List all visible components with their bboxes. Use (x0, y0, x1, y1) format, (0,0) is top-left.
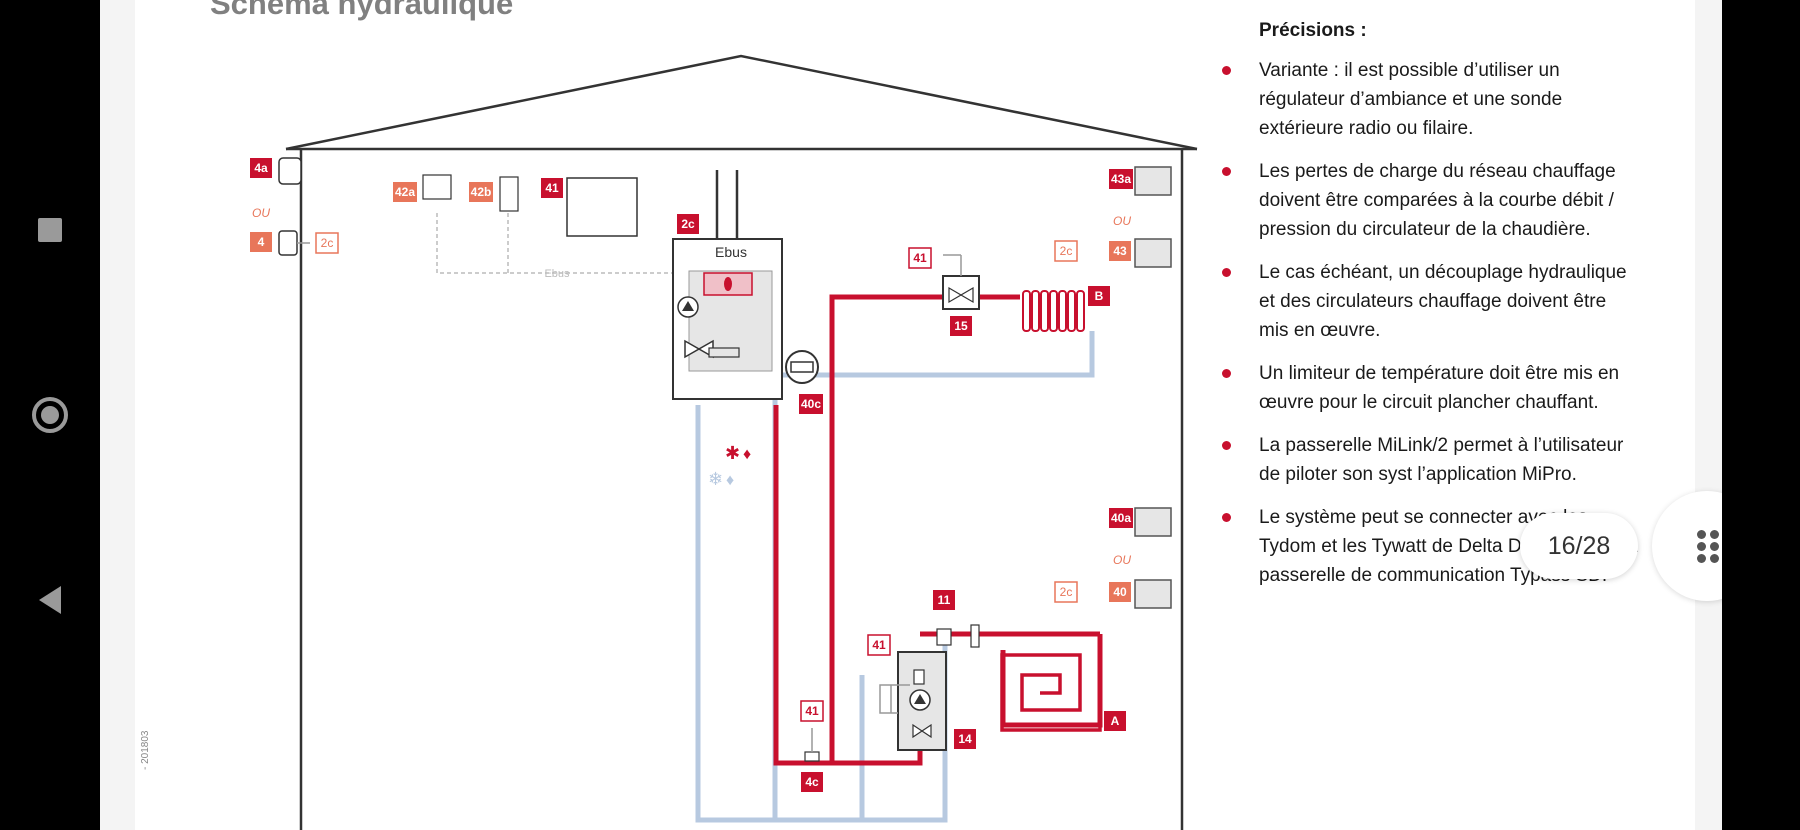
marker-B: B (1088, 286, 1110, 306)
marker-40a: 40a (1109, 508, 1133, 528)
home-circle-icon (32, 397, 68, 433)
svg-text:43a: 43a (1111, 172, 1131, 186)
outdoor-sensors (1134, 166, 1172, 609)
back-button[interactable] (30, 580, 70, 620)
marker-4: 4 (250, 232, 272, 252)
label-markers: 4a OU 4 2c 42a 42b 41 Ebus 2c Ebus 43a O… (250, 158, 1133, 792)
milink-gateway (785, 350, 819, 384)
precision-item: Un limiteur de température doit être mis… (1218, 359, 1638, 417)
radiator (1022, 290, 1085, 332)
svg-text:40c: 40c (801, 397, 821, 411)
underfloor-spiral (1000, 634, 1102, 732)
svg-text:11: 11 (938, 593, 951, 607)
svg-text:40a: 40a (1111, 511, 1131, 525)
marker-42a: 42a (393, 182, 417, 202)
or-label: OU (252, 206, 270, 220)
boiler-ebus-label: Ebus (715, 244, 747, 260)
svg-text:42a: 42a (395, 185, 415, 199)
marker-43: 43 (1109, 241, 1131, 261)
marker-41-bottom: 41 (800, 700, 824, 722)
screen-edge (1722, 0, 1800, 830)
svg-text:43: 43 (1113, 244, 1127, 258)
marker-15: 15 (950, 316, 972, 336)
house-outline (285, 54, 1198, 830)
marker-2c-boiler: 2c (677, 214, 699, 234)
precisions-heading: Précisions : (1259, 20, 1367, 41)
svg-text:41: 41 (872, 638, 886, 652)
svg-text:A: A (1111, 714, 1120, 728)
svg-text:2c: 2c (1060, 585, 1073, 599)
dhw-symbols: ✱ ♦ ❄ ♦ (708, 443, 751, 489)
svg-text:✱: ✱ (725, 443, 740, 463)
precisions-list: Variante : il est possible d’utiliser un… (1218, 56, 1638, 590)
marker-2c-40: 2c (1054, 581, 1078, 603)
svg-text:2c: 2c (321, 236, 334, 250)
precision-item: Variante : il est possible d’utiliser un… (1218, 56, 1638, 143)
page-title: Schéma hydraulique (210, 0, 514, 21)
svg-text:4a: 4a (254, 161, 268, 175)
marker-2c-left: 2c (315, 232, 339, 254)
marker-A: A (1104, 711, 1126, 731)
svg-text:♦: ♦ (743, 446, 751, 463)
recent-apps-button[interactable] (30, 210, 70, 250)
svg-text:4c: 4c (805, 775, 819, 789)
precisions-panel: Précisions : Variante : il est possible … (1218, 20, 1638, 604)
mixing-module (879, 624, 980, 751)
precision-item: La passerelle MiLink/2 permet à l’utilis… (1218, 431, 1638, 489)
or-label: OU (1113, 214, 1131, 228)
marker-2c-43: 2c (1054, 240, 1078, 262)
svg-text:2c: 2c (1060, 244, 1073, 258)
marker-42b: 42b (469, 182, 493, 202)
ebus-line-label: Ebus (544, 268, 570, 280)
marker-41-valve: 41 (908, 247, 932, 269)
svg-text:41: 41 (805, 704, 819, 718)
precision-item: Le cas échéant, un découplage hydrauliqu… (1218, 258, 1638, 345)
document-reference: - 201803 (140, 730, 151, 770)
svg-text:40: 40 (1113, 585, 1127, 599)
android-nav-bar (0, 0, 100, 830)
svg-text:2c: 2c (681, 217, 695, 231)
svg-text:41: 41 (545, 181, 559, 195)
svg-text:❄: ❄ (708, 469, 723, 489)
svg-text:42b: 42b (471, 185, 492, 199)
hydraulic-diagram: ✱ ♦ ❄ ♦ (250, 54, 1198, 830)
return-pipes (695, 331, 1095, 823)
svg-text:B: B (1095, 289, 1104, 303)
marker-14: 14 (954, 729, 976, 749)
marker-11: 11 (933, 590, 955, 610)
room-controls (278, 157, 638, 256)
ebus-lines (436, 213, 672, 274)
svg-text:41: 41 (913, 251, 927, 265)
flow-sensor (804, 728, 820, 762)
marker-41-top: 41 (541, 178, 563, 198)
svg-text:14: 14 (958, 732, 972, 746)
marker-4c: 4c (801, 772, 823, 792)
page-counter[interactable]: 16/28 (1520, 513, 1638, 579)
svg-text:15: 15 (954, 319, 968, 333)
marker-43a: 43a (1109, 169, 1133, 189)
boiler-unit (672, 170, 783, 400)
marker-40: 40 (1109, 582, 1131, 602)
precision-item: Les pertes de charge du réseau chauffage… (1218, 157, 1638, 244)
back-triangle-icon (39, 586, 61, 614)
square-icon (38, 218, 62, 242)
svg-text:♦: ♦ (726, 472, 734, 489)
marker-4a: 4a (250, 158, 272, 178)
marker-41-mix: 41 (867, 634, 891, 656)
marker-40c: 40c (799, 394, 823, 414)
radiator-valve (942, 254, 980, 310)
svg-text:4: 4 (258, 235, 265, 249)
or-label: OU (1113, 553, 1131, 567)
home-button[interactable] (30, 395, 70, 435)
